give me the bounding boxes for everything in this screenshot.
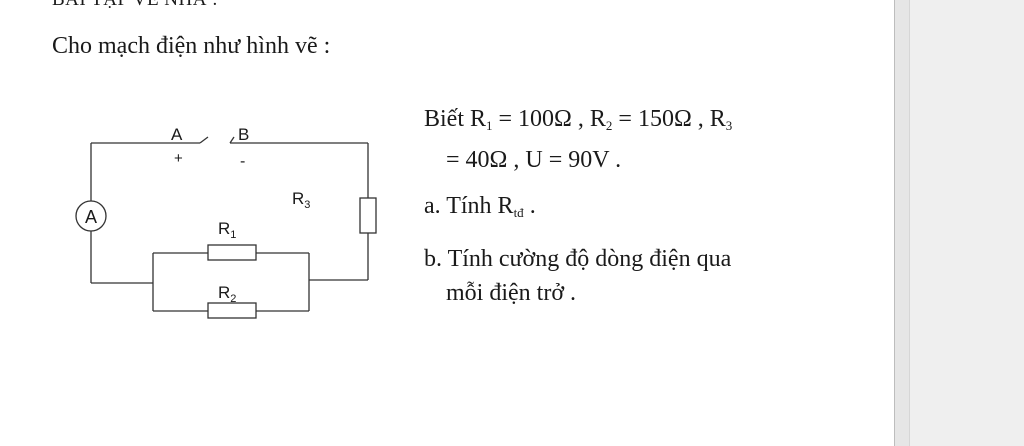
question-b-line-1: b. Tính cường độ dòng điện qua <box>424 246 732 272</box>
section-heading: BÀI TẬP VỀ NHÀ : <box>52 0 218 11</box>
plus-sign: + <box>174 150 183 167</box>
intro-text: Cho mạch điện như hình vẽ : <box>52 33 331 59</box>
problem-statement: Biết R1 = 100Ω , R2 = 150Ω , R3 = 40Ω , … <box>424 102 732 310</box>
minus-sign: - <box>240 153 245 170</box>
switch-blade <box>199 136 209 144</box>
question-a: a. Tính Rtđ . <box>424 193 536 220</box>
terminal-a-label: A <box>171 125 183 144</box>
question-b-line-2: mỗi điện trở . <box>446 280 577 306</box>
resistor-r1 <box>207 244 257 261</box>
r1-label: R1 <box>218 219 236 241</box>
ammeter-label: A <box>85 207 97 227</box>
side-panel <box>895 0 1024 446</box>
circuit-diagram: A A B + - R3 R1 R2 <box>75 125 377 319</box>
r2-label: R2 <box>218 283 236 305</box>
resistor-r2 <box>207 302 257 319</box>
switch-contact <box>229 136 235 144</box>
given-line-2: = 40Ω , U = 90V . <box>446 147 622 173</box>
r3-label: R3 <box>292 189 310 211</box>
given-line-1: Biết R1 = 100Ω , R2 = 150Ω , R3 <box>424 106 733 133</box>
resistor-r3 <box>359 197 377 234</box>
terminal-b-label: B <box>238 125 249 144</box>
side-panel-inner <box>909 0 1024 446</box>
document-page: BÀI TẬP VỀ NHÀ : Cho mạch điện như hình … <box>0 0 895 446</box>
